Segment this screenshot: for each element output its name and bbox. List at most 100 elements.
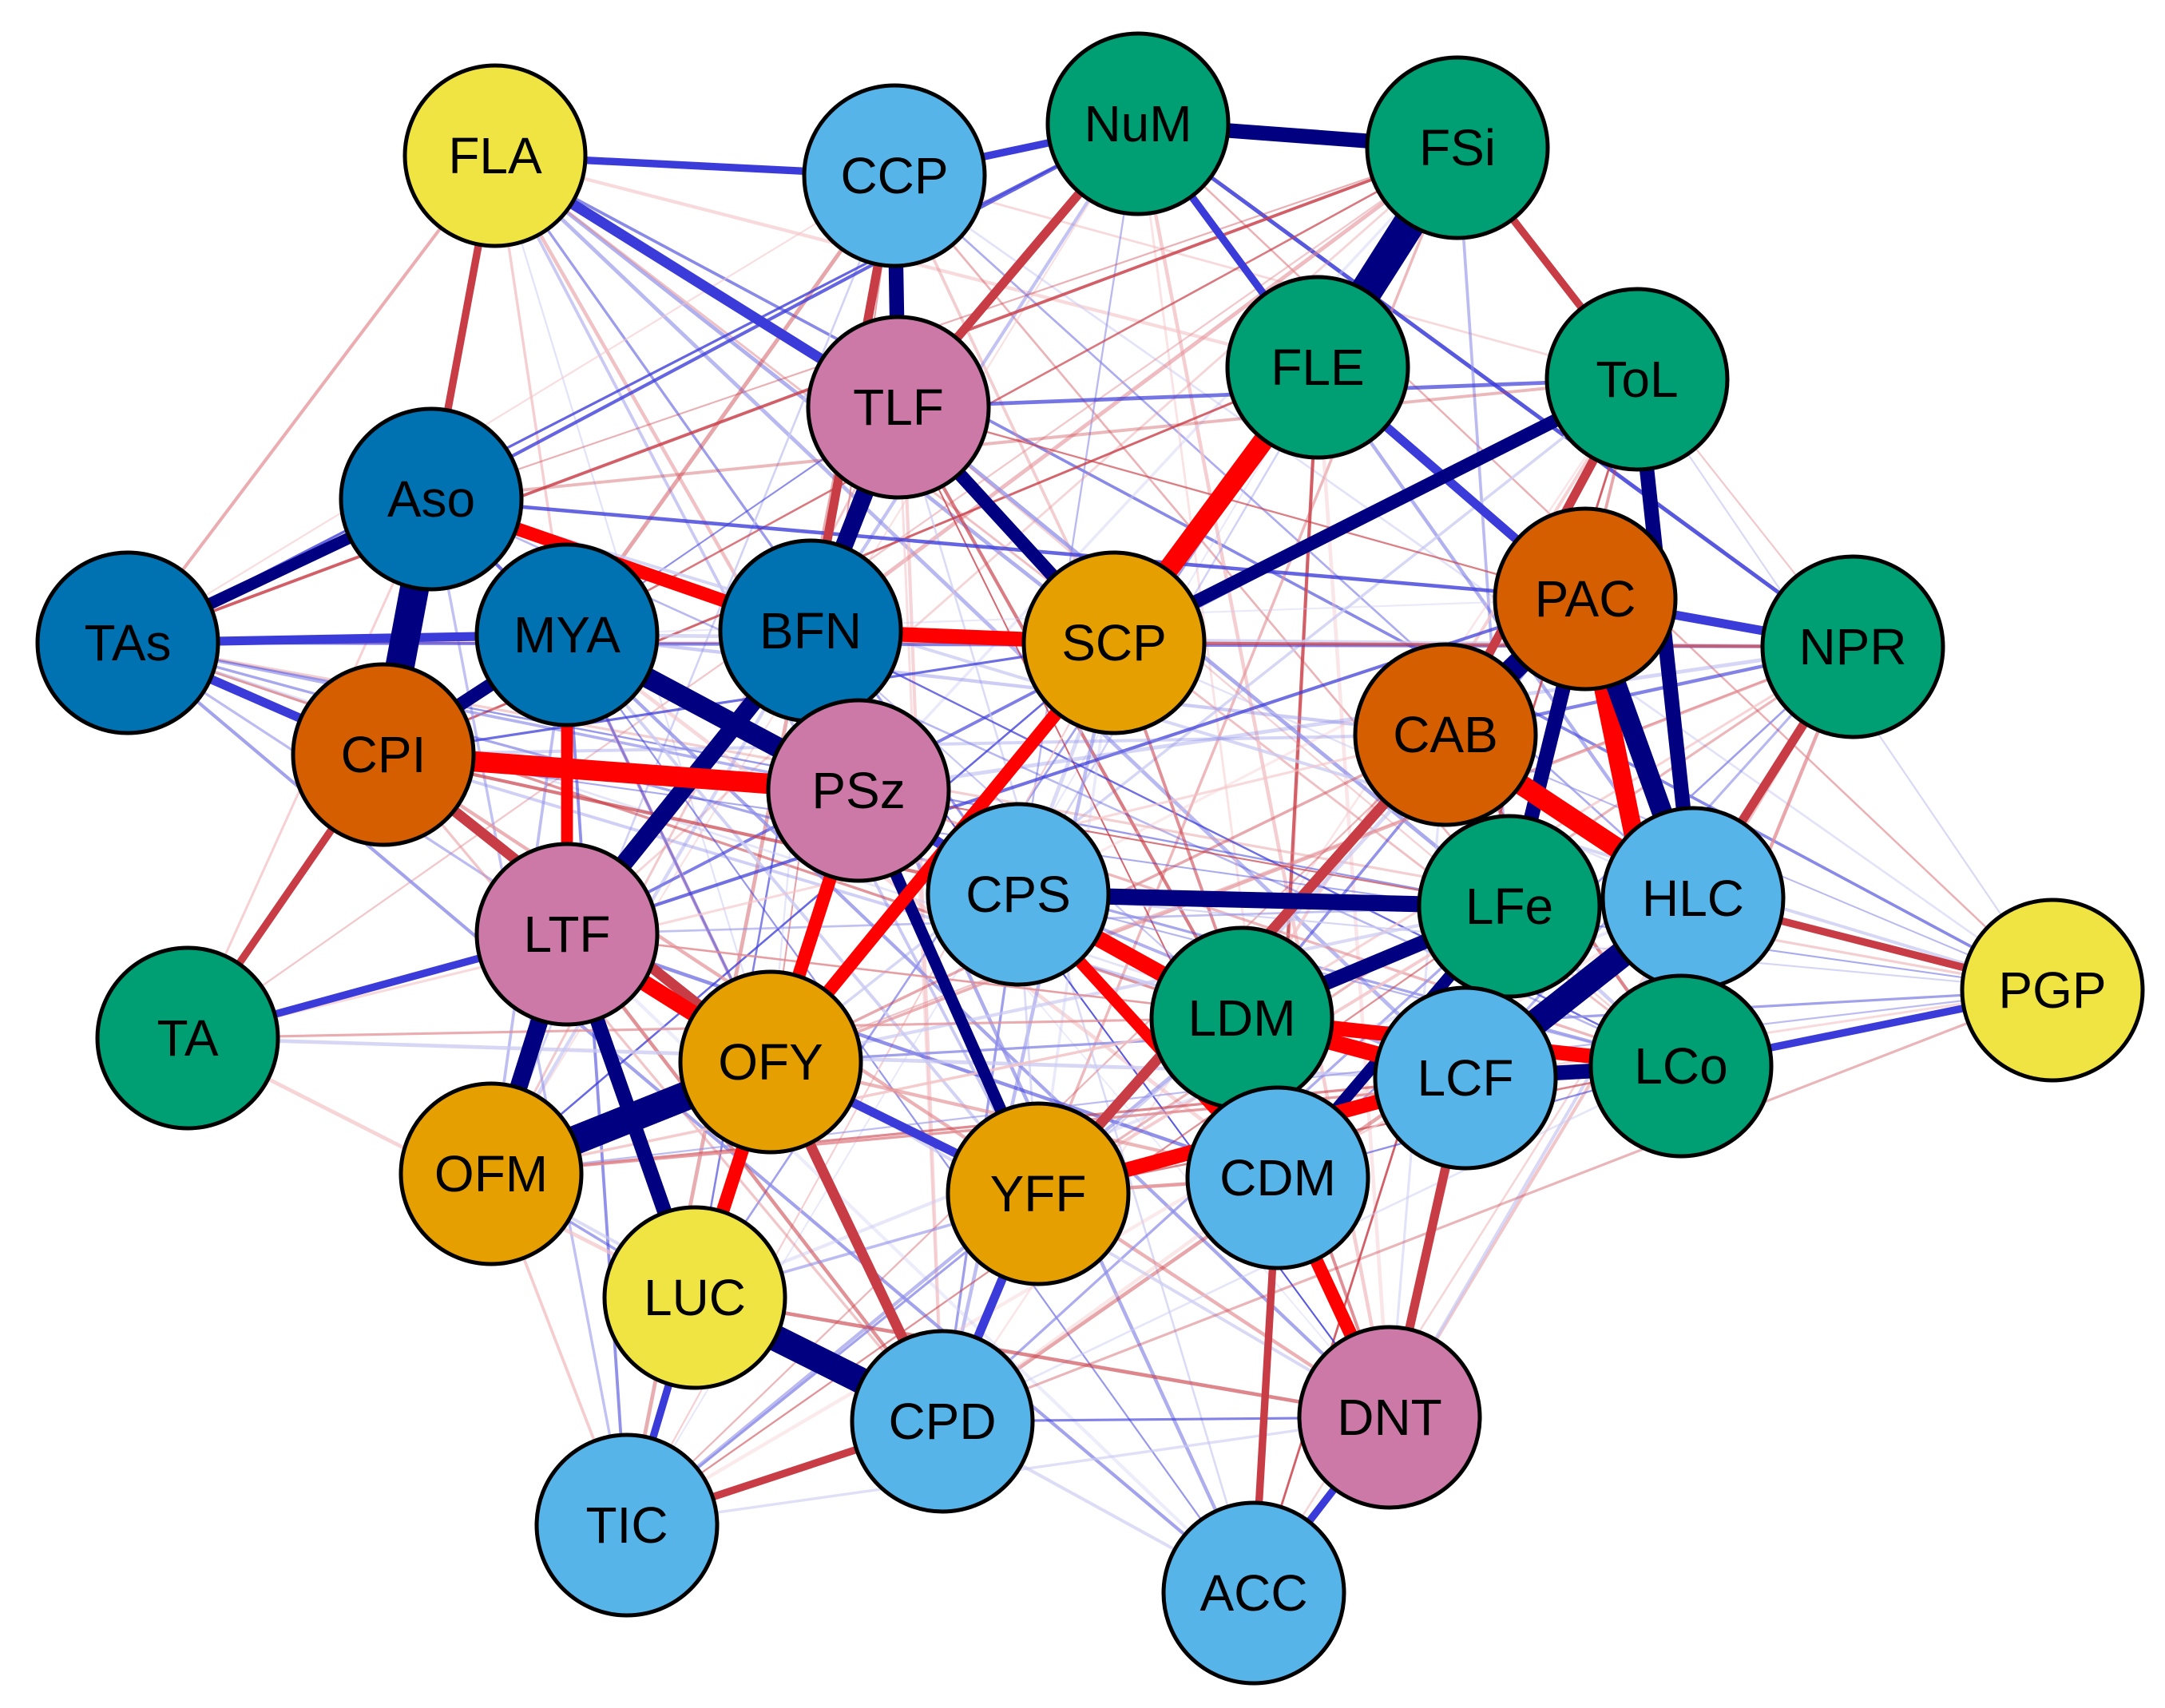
node-label-PAC: PAC xyxy=(1535,570,1636,628)
edge-LDM-TIC-faint xyxy=(625,1016,1244,1528)
node-NPR[interactable]: NPR xyxy=(1760,554,1945,739)
node-label-YFF: YFF xyxy=(990,1165,1087,1223)
node-ACC[interactable]: ACC xyxy=(1161,1500,1346,1686)
node-CAB[interactable]: CAB xyxy=(1353,642,1538,827)
node-TLF[interactable]: TLF xyxy=(806,315,991,500)
edge-CPI-CPD-faint xyxy=(382,753,944,1423)
node-circle-TAs xyxy=(35,550,220,735)
node-label-LCo: LCo xyxy=(1634,1037,1727,1095)
edge-FSi-MYA-faint xyxy=(565,146,1459,636)
node-circle-PGP xyxy=(1960,898,2145,1083)
node-label-TIC: TIC xyxy=(585,1496,668,1554)
node-TA[interactable]: TA xyxy=(95,945,280,1131)
node-circle-PSz xyxy=(766,698,951,883)
node-circle-CCP xyxy=(802,83,987,268)
node-SCP[interactable]: SCP xyxy=(1021,550,1207,735)
node-circle-ToL xyxy=(1544,287,1730,472)
node-TAs[interactable]: TAs xyxy=(35,550,220,735)
node-circle-MYA xyxy=(474,542,660,727)
node-circle-FSi xyxy=(1365,55,1550,240)
node-label-ToL: ToL xyxy=(1596,351,1678,408)
node-FSi[interactable]: FSi xyxy=(1365,55,1550,240)
edge-PGP-CPD-faint xyxy=(941,989,2054,1423)
node-label-PSz: PSz xyxy=(811,762,905,819)
edge-SCP-NPR-faint xyxy=(1112,641,1854,648)
edge-TLF-PAC-faint xyxy=(897,406,1587,600)
node-FLE[interactable]: FLE xyxy=(1225,275,1410,460)
node-OFY[interactable]: OFY xyxy=(678,969,863,1155)
edge-FLE-DNT-faint xyxy=(1315,365,1392,1420)
node-LFe[interactable]: LFe xyxy=(1417,814,1602,999)
node-PAC[interactable]: PAC xyxy=(1493,506,1678,692)
node-circle-OFY xyxy=(678,969,863,1155)
edge-LTF-CDM-faint xyxy=(565,932,1280,1180)
edge-NuM-Aso-faint xyxy=(429,121,1140,501)
node-MYA[interactable]: MYA xyxy=(474,542,660,727)
node-NuM[interactable]: NuM xyxy=(1045,31,1231,216)
node-HLC[interactable]: HLC xyxy=(1600,806,1786,991)
node-BFN[interactable]: BFN xyxy=(718,538,903,723)
node-circle-TA xyxy=(95,945,280,1131)
node-circle-OFM xyxy=(399,1081,584,1266)
node-circle-SCP xyxy=(1021,550,1207,735)
edge-FSi-Aso-faint xyxy=(430,146,1459,501)
node-circle-DNT xyxy=(1297,1325,1482,1510)
node-label-MYA: MYA xyxy=(513,606,621,664)
node-ToL[interactable]: ToL xyxy=(1544,287,1730,472)
edge-FSi-PSz-faint xyxy=(857,146,1459,792)
edge-LFe-OFY-faint xyxy=(768,904,1512,1064)
node-label-DNT: DNT xyxy=(1337,1389,1442,1446)
node-label-CAB: CAB xyxy=(1393,706,1498,763)
node-CPS[interactable]: CPS xyxy=(926,802,1111,987)
node-LUC[interactable]: LUC xyxy=(602,1205,787,1390)
node-YFF[interactable]: YFF xyxy=(946,1101,1131,1286)
node-label-TAs: TAs xyxy=(84,614,171,672)
node-circle-NuM xyxy=(1045,31,1231,216)
node-CCP[interactable]: CCP xyxy=(802,83,987,268)
edge-FLA-LCF-faint xyxy=(493,153,1468,1080)
node-LCo[interactable]: LCo xyxy=(1588,973,1774,1159)
node-Aso[interactable]: Aso xyxy=(339,406,524,592)
node-LCF[interactable]: LCF xyxy=(1373,985,1558,1171)
node-DNT[interactable]: DNT xyxy=(1297,1325,1482,1510)
node-circle-CPS xyxy=(926,802,1111,987)
node-CDM[interactable]: CDM xyxy=(1185,1085,1370,1270)
edge-CCP-PGP-faint xyxy=(893,174,2054,992)
node-circle-ACC xyxy=(1161,1500,1346,1686)
node-FLA[interactable]: FLA xyxy=(402,63,588,248)
node-LDM[interactable]: LDM xyxy=(1149,925,1334,1111)
node-label-OFY: OFY xyxy=(718,1033,823,1091)
node-label-NuM: NuM xyxy=(1084,95,1192,153)
node-CPD[interactable]: CPD xyxy=(850,1329,1035,1514)
edge-CCP-ToL-faint xyxy=(893,174,1639,381)
node-circle-PAC xyxy=(1493,506,1678,692)
node-circle-CPI xyxy=(291,662,476,847)
edge-FSi-BFN-faint xyxy=(808,145,1460,633)
node-circle-LUC xyxy=(602,1205,787,1390)
node-label-SCP: SCP xyxy=(1061,614,1167,672)
edge-MYA-TIC-faint xyxy=(565,633,628,1527)
node-label-LCF: LCF xyxy=(1418,1049,1514,1107)
node-label-ACC: ACC xyxy=(1199,1564,1307,1622)
node-label-CCP: CCP xyxy=(840,147,948,204)
edge-LUC-DNT-faint xyxy=(692,1295,1392,1420)
node-label-BFN: BFN xyxy=(759,602,862,660)
node-circle-CDM xyxy=(1185,1085,1370,1270)
node-OFM[interactable]: OFM xyxy=(399,1081,584,1266)
edge-TLF-CPD-faint xyxy=(897,406,944,1423)
node-label-LTF: LTF xyxy=(523,906,610,963)
node-CPI[interactable]: CPI xyxy=(291,662,476,847)
node-label-CPS: CPS xyxy=(966,866,1071,923)
node-TIC[interactable]: TIC xyxy=(534,1433,720,1618)
node-label-CDM: CDM xyxy=(1219,1149,1336,1207)
node-PGP[interactable]: PGP xyxy=(1960,898,2145,1083)
node-LTF[interactable]: LTF xyxy=(474,842,660,1027)
node-PSz[interactable]: PSz xyxy=(766,698,951,883)
node-label-FLE: FLE xyxy=(1271,339,1364,396)
node-label-TLF: TLF xyxy=(853,378,944,436)
edge-CCP-TAs-faint xyxy=(126,174,896,644)
node-circle-LCF xyxy=(1373,985,1558,1171)
node-label-TA: TA xyxy=(157,1009,218,1067)
node-circle-Aso xyxy=(339,406,524,592)
